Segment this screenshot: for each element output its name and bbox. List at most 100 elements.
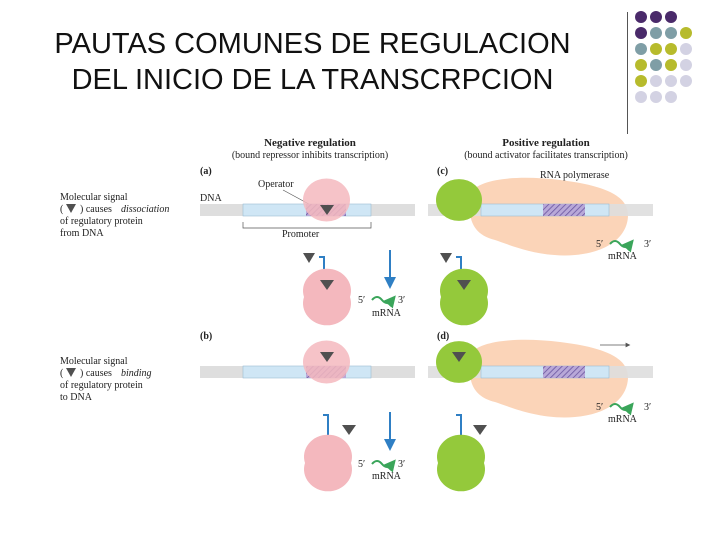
decorative-dot	[665, 11, 677, 23]
signal-molecule-icon	[457, 280, 471, 290]
positive-regulation-subtitle: (bound activator facilitates transcripti…	[464, 150, 628, 161]
title-divider-line	[627, 12, 628, 134]
mrna-strand	[609, 239, 634, 253]
mrna-label: mRNA	[372, 471, 402, 482]
free-repressor-protein	[303, 434, 352, 492]
signal-a-line1: Molecular signal	[60, 192, 128, 203]
mrna-3prime: 3′	[644, 402, 651, 413]
decorative-dot	[635, 11, 647, 23]
decorative-dot	[650, 59, 662, 71]
mrna-3prime: 3′	[398, 295, 405, 306]
panel-label-b: (b)	[200, 331, 212, 342]
panel-label-d: (d)	[437, 331, 449, 342]
signal-molecule-icon	[66, 204, 76, 213]
dna-label: DNA	[200, 193, 222, 204]
mrna-strand	[609, 402, 634, 416]
decorative-dot	[635, 59, 647, 71]
decorative-dot	[635, 75, 647, 87]
binding-arrow	[322, 414, 334, 448]
decorative-dot	[665, 59, 677, 71]
free-activator-protein	[437, 434, 485, 492]
decorative-dot	[665, 91, 677, 103]
signal-a-dissociation: dissociation	[121, 204, 169, 215]
mrna-label: mRNA	[372, 308, 402, 319]
mrna-strand	[371, 295, 396, 309]
mrna-3prime: 3′	[644, 239, 651, 250]
decorative-dot	[680, 27, 692, 39]
binding-arrow	[455, 414, 467, 448]
panel-a: DNA Operator Promoter 5′ 3′ mRNA	[200, 178, 415, 326]
decorative-dot	[680, 43, 692, 55]
mrna-strand	[371, 459, 396, 473]
panel-label-a: (a)	[200, 166, 212, 177]
activator-binding-site	[543, 366, 585, 378]
title-line-1: PAUTAS COMUNES DE REGULACION	[54, 28, 571, 60]
decorative-dot	[650, 43, 662, 55]
decorative-dot	[650, 91, 662, 103]
slide-title: PAUTAS COMUNES DE REGULACION DEL INICIO …	[10, 26, 615, 98]
signal-molecule-icon	[342, 425, 356, 435]
signal-b-paren-open: (	[60, 368, 64, 379]
signal-molecule-icon	[473, 425, 487, 435]
panel-c: RNA polymerase 5′ 3′ mRNA	[428, 170, 653, 326]
signal-molecule-icon	[303, 253, 315, 263]
mrna-3prime: 3′	[398, 459, 405, 470]
decorative-dot	[680, 75, 692, 87]
decorative-dot	[635, 27, 647, 39]
activator-protein	[436, 341, 482, 383]
decorative-dot	[650, 75, 662, 87]
signal-molecule-icon	[440, 253, 452, 263]
signal-a-paren-open: (	[60, 204, 64, 215]
promoter-bracket	[242, 222, 372, 229]
signal-molecule-icon	[320, 280, 334, 290]
repressor-protein	[303, 178, 350, 222]
promoter-label: Promoter	[282, 229, 320, 240]
panel-d: 5′ 3′ mRNA	[428, 339, 653, 492]
operator-label: Operator	[258, 179, 294, 190]
free-repressor-protein	[303, 268, 351, 326]
repressor-protein	[303, 340, 350, 384]
signal-molecule-icon	[320, 352, 334, 362]
activator-binding-site	[543, 204, 585, 216]
signal-b-line3: of regulatory protein	[60, 380, 143, 391]
rna-polymerase	[470, 177, 628, 256]
activator-protein	[436, 179, 482, 221]
decorative-dot	[635, 91, 647, 103]
signal-b-line1: Molecular signal	[60, 356, 128, 367]
decorative-dot	[680, 59, 692, 71]
decorative-dot	[665, 27, 677, 39]
signal-b-line4: to DNA	[60, 392, 93, 403]
mrna-5prime: 5′	[358, 459, 365, 470]
signal-molecule-icon	[66, 368, 76, 377]
signal-a-causes: ) causes	[80, 204, 112, 215]
signal-note-a: Molecular signal ( ) causes dissociation…	[60, 192, 169, 239]
signal-molecule-icon	[320, 205, 334, 215]
decorative-dot	[635, 43, 647, 55]
mrna-5prime: 5′	[596, 402, 603, 413]
positive-regulation-title: Positive regulation	[502, 137, 589, 149]
title-line-2: DEL INICIO DE LA TRANSCRPCION	[71, 64, 554, 96]
panel-b: 5′ 3′ mRNA	[200, 340, 415, 492]
signal-note-b: Molecular signal ( ) causes binding of r…	[60, 356, 152, 403]
signal-b-binding: binding	[121, 368, 152, 379]
signal-a-line4: from DNA	[60, 228, 104, 239]
rna-polymerase	[470, 339, 628, 418]
rna-polymerase-label: RNA polymerase	[540, 170, 610, 181]
panel-label-c: (c)	[437, 166, 448, 177]
decorative-dot	[650, 11, 662, 23]
signal-a-line3: of regulatory protein	[60, 216, 143, 227]
decorative-dot	[650, 27, 662, 39]
signal-molecule-icon	[452, 352, 466, 362]
mrna-5prime: 5′	[358, 295, 365, 306]
mrna-5prime: 5′	[596, 239, 603, 250]
mrna-label: mRNA	[608, 414, 638, 425]
signal-b-causes: ) causes	[80, 368, 112, 379]
free-activator-protein	[440, 268, 488, 326]
negative-regulation-title: Negative regulation	[264, 137, 356, 149]
negative-regulation-subtitle: (bound repressor inhibits transcription)	[232, 150, 388, 161]
mrna-label: mRNA	[608, 251, 638, 262]
decorative-dot	[665, 75, 677, 87]
decorative-dot	[665, 43, 677, 55]
decorative-dot-grid	[635, 11, 692, 103]
